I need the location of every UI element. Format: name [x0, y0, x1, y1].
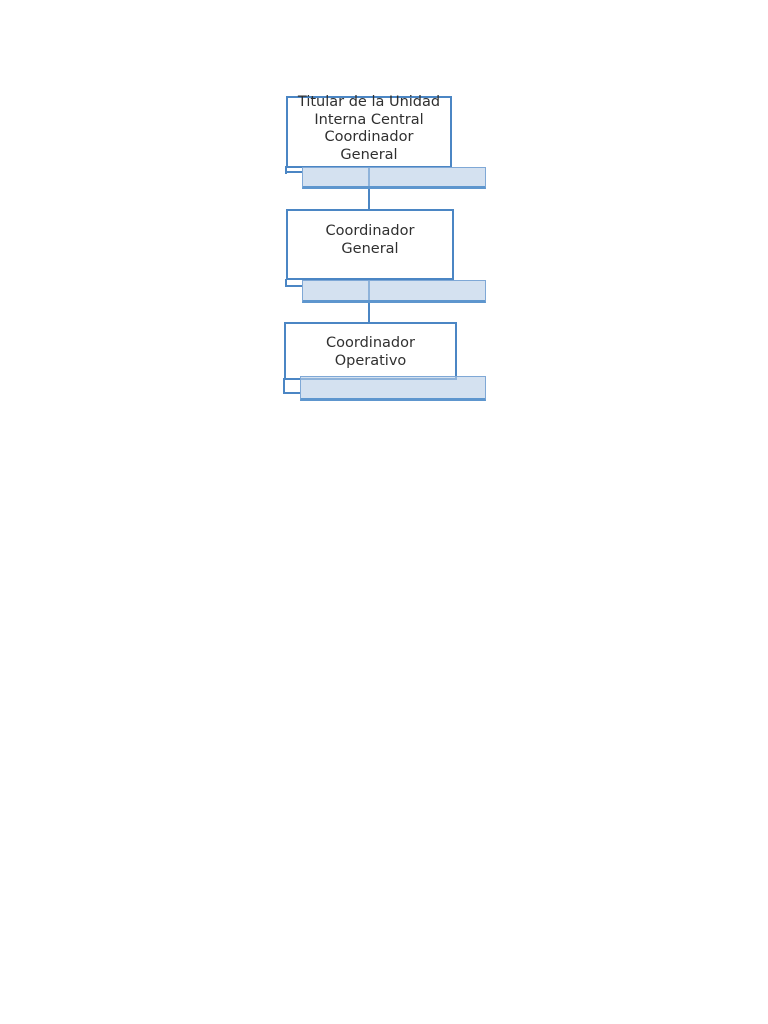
node-label-line: Coordinador	[325, 223, 415, 239]
node-label-line: Interna Central	[314, 111, 424, 128]
org-node-titular-unidad-interna-central: Titular de la Unidad Interna Central Coo…	[286, 94, 452, 168]
org-node-coordinador-general: Coordinador General	[286, 209, 454, 280]
shade-bar-node-3	[300, 376, 486, 401]
left-hook-vertical-node-3	[283, 378, 285, 394]
shade-bar-node-1	[302, 167, 486, 189]
node-label-line: Coordinador	[324, 129, 414, 145]
node-label-line: Coordinador	[326, 335, 415, 351]
org-node-label: Titular de la Unidad Interna Central Coo…	[288, 94, 450, 164]
node-label-line: General	[341, 240, 399, 257]
left-hook-horizontal-node-3	[283, 392, 301, 394]
left-hook-vertical-node-2	[285, 279, 287, 287]
org-node-label: Coordinador General	[288, 223, 452, 258]
node-label-line: Titular de la Unidad	[297, 94, 441, 110]
left-hook-horizontal-node-1	[285, 171, 303, 173]
shade-bar-node-2	[302, 280, 486, 303]
node-label-line: Operativo	[334, 352, 407, 369]
left-hook-vertical-node-1	[285, 166, 287, 174]
left-hook-horizontal-node-2	[285, 285, 303, 287]
node-label-line: General	[340, 146, 398, 163]
org-node-label: Coordinador Operativo	[286, 335, 455, 370]
org-node-coordinador-operativo: Coordinador Operativo	[284, 322, 457, 380]
